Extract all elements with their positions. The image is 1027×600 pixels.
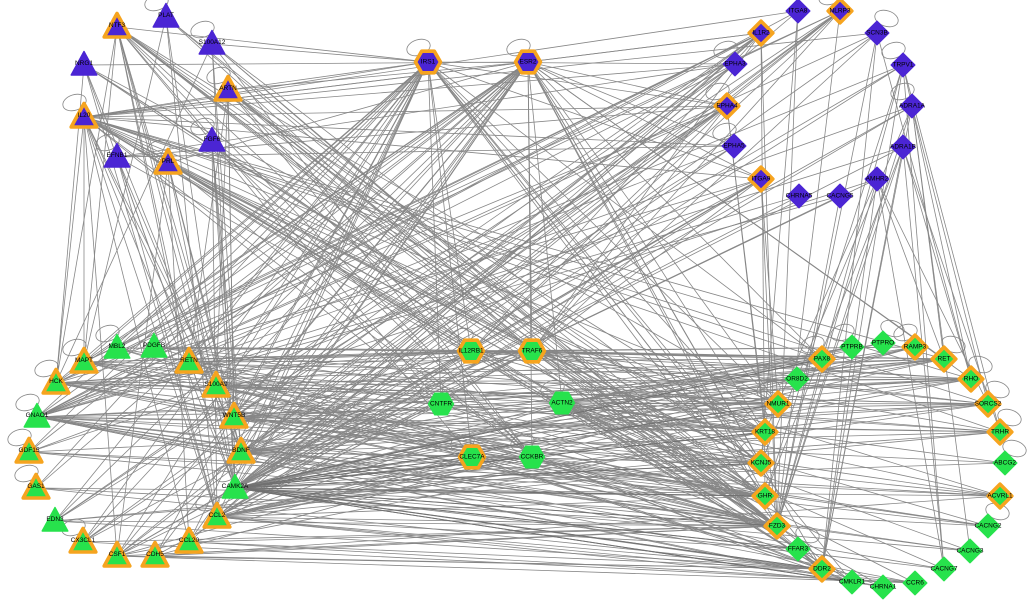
svg-text:PAX8: PAX8 [814,356,831,363]
svg-text:PTPRB: PTPRB [841,344,863,351]
svg-text:CHRNA1: CHRNA1 [870,584,897,591]
svg-text:KCNJ5: KCNJ5 [751,460,772,467]
svg-text:GHR: GHR [758,493,773,500]
svg-text:AMHR2: AMHR2 [866,176,889,183]
svg-text:CACNG5: CACNG5 [826,193,853,200]
svg-text:ACTN2: ACTN2 [551,400,573,407]
svg-text:RETN: RETN [180,357,198,364]
svg-text:ITGA8: ITGA8 [789,8,808,15]
svg-text:CCL2: CCL2 [209,512,226,519]
svg-text:FFAR3: FFAR3 [788,546,809,553]
svg-text:EPHA3: EPHA3 [724,61,746,68]
svg-text:HCK: HCK [49,378,63,385]
svg-text:ADRA1A: ADRA1A [899,103,926,110]
svg-text:IL1R2: IL1R2 [752,30,770,37]
svg-text:EPHA4: EPHA4 [716,103,738,110]
svg-text:OR8D2: OR8D2 [786,376,808,383]
svg-text:TRPV1: TRPV1 [893,62,914,69]
svg-text:RAMP3: RAMP3 [904,344,927,351]
svg-text:FZD3: FZD3 [769,523,786,530]
svg-text:ARTN: ARTN [219,85,237,92]
svg-text:PDGFB: PDGFB [143,342,165,349]
svg-text:ESR2: ESR2 [520,59,537,66]
svg-text:S100A9: S100A9 [204,381,228,388]
svg-text:ADRA1B: ADRA1B [890,144,916,151]
svg-text:RHO: RHO [964,376,978,383]
svg-text:CSF1: CSF1 [109,551,126,558]
svg-text:CACNG2: CACNG2 [974,523,1001,530]
svg-text:GAS1: GAS1 [27,483,45,490]
svg-text:CMKLR1: CMKLR1 [839,579,866,586]
svg-text:CACNG3: CACNG3 [956,548,983,555]
svg-text:EDN3: EDN3 [46,516,64,523]
svg-text:SORCS2: SORCS2 [975,401,1002,408]
svg-text:MBL2: MBL2 [109,343,126,350]
svg-text:CCL20: CCL20 [179,537,200,544]
svg-text:GNAO1: GNAO1 [26,412,49,419]
svg-text:FGF6: FGF6 [204,136,221,143]
svg-text:IL20: IL20 [78,112,91,119]
svg-text:BDNF: BDNF [232,447,250,454]
svg-text:DDR2: DDR2 [813,566,831,573]
svg-text:TRAF6: TRAF6 [522,348,543,355]
svg-text:PLAT: PLAT [158,12,174,19]
svg-text:PRL: PRL [162,158,175,165]
svg-text:CNTFR: CNTFR [430,401,452,408]
svg-text:CLEC7A: CLEC7A [459,454,485,461]
svg-text:NMUR1: NMUR1 [766,401,789,408]
svg-text:ABCG2: ABCG2 [994,460,1016,467]
svg-text:NLRP3: NLRP3 [830,8,851,15]
svg-text:TRHR: TRHR [991,429,1009,436]
svg-text:CHRNA5: CHRNA5 [786,193,813,200]
svg-text:GDF15: GDF15 [19,447,40,454]
svg-text:KRT18: KRT18 [755,429,775,436]
svg-text:IRS1: IRS1 [421,59,436,66]
svg-text:PTPRO: PTPRO [872,340,894,347]
svg-text:CCKBR: CCKBR [521,454,544,461]
svg-text:CAMK2A: CAMK2A [222,483,249,490]
svg-text:CACNG7: CACNG7 [930,566,957,573]
svg-text:S100A12: S100A12 [199,39,226,46]
svg-text:NRG1: NRG1 [75,60,93,67]
svg-text:CCR6: CCR6 [906,580,924,587]
svg-text:EPHA5: EPHA5 [723,143,745,150]
svg-text:MAPT: MAPT [75,357,93,364]
svg-text:CDH5: CDH5 [146,551,164,558]
svg-text:ACVRL1: ACVRL1 [987,493,1013,500]
svg-text:SCN3B: SCN3B [866,30,888,37]
svg-text:ITGA9: ITGA9 [752,176,771,183]
svg-text:RET: RET [938,356,951,363]
svg-text:IL12RB1: IL12RB1 [458,348,484,355]
svg-text:CX3CL1: CX3CL1 [71,537,96,544]
svg-text:NTF3: NTF3 [109,22,126,29]
svg-text:EFNB1: EFNB1 [107,152,128,159]
svg-text:WNT5B: WNT5B [223,412,246,419]
